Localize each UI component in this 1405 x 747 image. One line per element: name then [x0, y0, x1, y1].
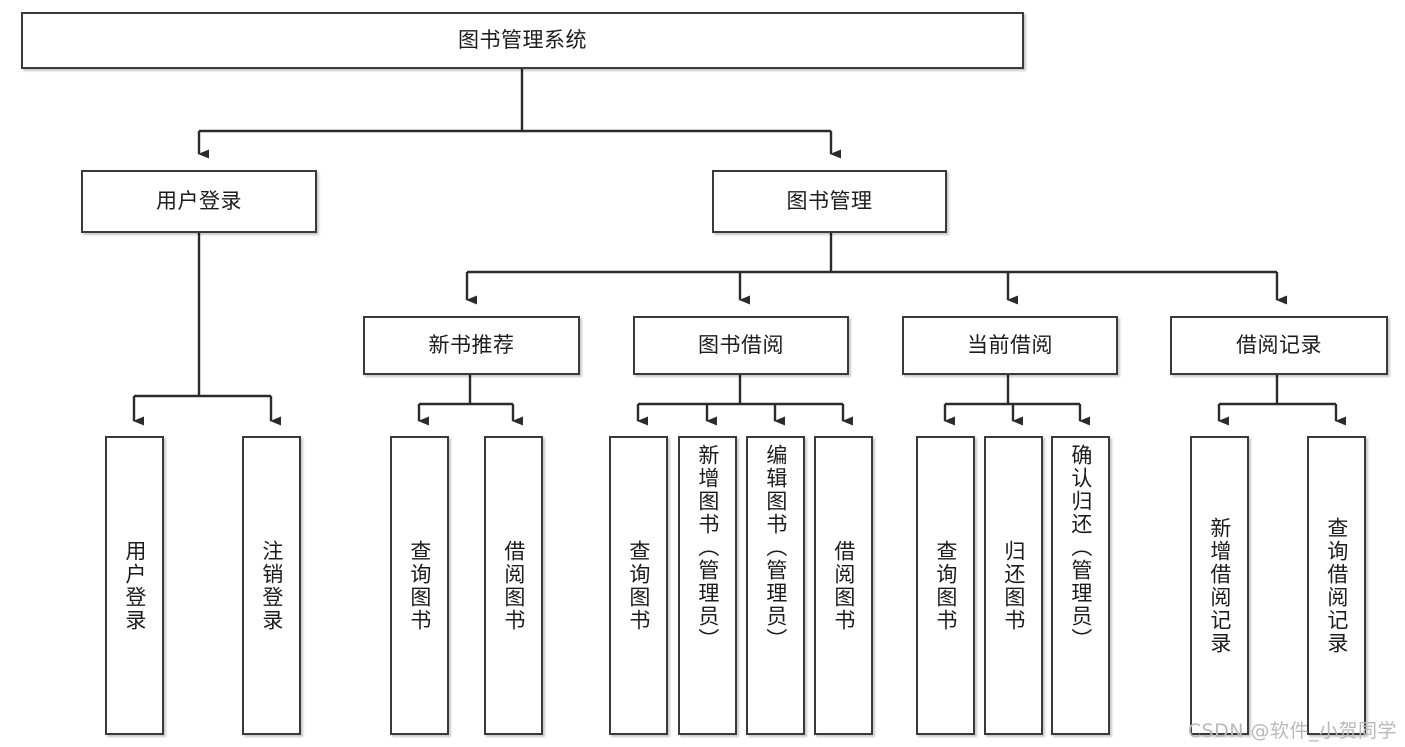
node-leaf-borrow-book[interactable]: 借阅图书 [814, 436, 873, 735]
node-book-borrow[interactable]: 图书借阅 [633, 316, 849, 375]
node-current-borrow[interactable]: 当前借阅 [902, 316, 1118, 375]
node-leaf-borrow-book-label: 借阅图书 [831, 539, 856, 632]
node-leaf-query-borrow-record[interactable]: 查询借阅记录 [1307, 436, 1366, 735]
node-root[interactable]: 图书管理系统 [21, 12, 1024, 69]
node-leaf-query-book-current[interactable]: 查询图书 [916, 436, 975, 735]
node-leaf-query-borrow-record-label: 查询借阅记录 [1324, 516, 1349, 655]
node-leaf-borrow-book-rec[interactable]: 借阅图书 [484, 436, 543, 735]
node-leaf-user-login[interactable]: 用户登录 [105, 436, 164, 735]
node-leaf-borrow-book-rec-label: 借阅图书 [501, 539, 526, 632]
node-new-book-recommend-label: 新书推荐 [428, 332, 515, 357]
node-leaf-add-book-admin[interactable]: 新增图书（管理员） [678, 436, 737, 735]
node-leaf-add-borrow-record[interactable]: 新增借阅记录 [1190, 436, 1249, 735]
node-leaf-confirm-return-admin-label: 确认归还（管理员） [1068, 444, 1093, 651]
node-leaf-query-book-current-label: 查询图书 [933, 539, 958, 632]
node-current-borrow-label: 当前借阅 [967, 332, 1053, 357]
node-root-label: 图书管理系统 [458, 27, 587, 52]
node-leaf-query-book-rec[interactable]: 查询图书 [390, 436, 449, 735]
node-leaf-add-borrow-record-label: 新增借阅记录 [1207, 516, 1232, 655]
node-leaf-add-book-admin-label: 新增图书（管理员） [695, 444, 720, 651]
node-user-login-label: 用户登录 [156, 188, 242, 213]
node-leaf-logout-login[interactable]: 注销登录 [242, 436, 301, 735]
node-book-borrow-label: 图书借阅 [698, 332, 784, 357]
node-leaf-return-book-label: 归还图书 [1001, 539, 1026, 632]
node-leaf-confirm-return-admin[interactable]: 确认归还（管理员） [1051, 436, 1110, 735]
node-book-manage[interactable]: 图书管理 [712, 170, 947, 233]
node-user-login[interactable]: 用户登录 [81, 170, 317, 233]
node-leaf-query-book-rec-label: 查询图书 [407, 539, 432, 632]
node-new-book-recommend[interactable]: 新书推荐 [363, 316, 580, 375]
node-leaf-query-book-borrow-label: 查询图书 [626, 539, 651, 632]
node-leaf-query-book-borrow[interactable]: 查询图书 [609, 436, 668, 735]
node-borrow-record[interactable]: 借阅记录 [1170, 316, 1388, 375]
node-leaf-return-book[interactable]: 归还图书 [984, 436, 1043, 735]
node-leaf-user-login-label: 用户登录 [122, 539, 147, 632]
node-leaf-edit-book-admin-label: 编辑图书（管理员） [763, 444, 788, 651]
node-book-manage-label: 图书管理 [786, 188, 873, 213]
node-leaf-logout-login-label: 注销登录 [259, 539, 284, 632]
node-borrow-record-label: 借阅记录 [1236, 332, 1322, 357]
node-leaf-edit-book-admin[interactable]: 编辑图书（管理员） [746, 436, 805, 735]
